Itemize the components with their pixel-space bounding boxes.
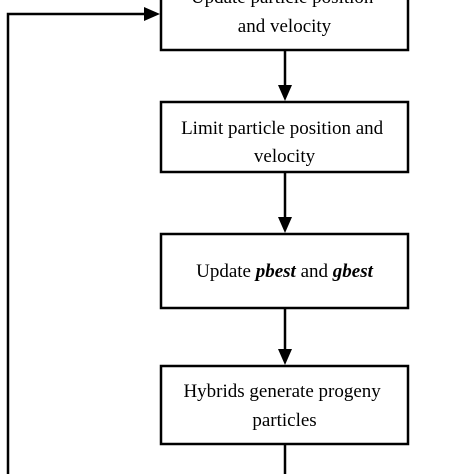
text-run: Update <box>196 261 256 282</box>
text-run: Limit particle position and <box>181 118 384 139</box>
arrow-2-head <box>278 217 292 233</box>
box-update-position-velocity-text: Update particle position and velocity <box>191 0 378 37</box>
text-run: and velocity <box>238 16 332 37</box>
text-run: particles <box>252 410 316 431</box>
box-limit-position-velocity-text: Limit particle position and velocity <box>181 118 388 167</box>
feedback-loop-arrowhead <box>144 7 160 21</box>
box-update-pbest-gbest: Update pbest and gbest <box>159 232 410 310</box>
text-run: Update particle position <box>191 0 374 8</box>
box-limit-position-velocity-line-1: Limit particle position and <box>181 118 388 139</box>
box-update-pbest-gbest-text: Update pbest and gbest <box>196 261 373 282</box>
feedback-loop-line <box>6 12 146 474</box>
text-run: and <box>296 261 333 282</box>
arrow-3-head <box>278 349 292 365</box>
box-hybrids-generate-progeny-line-1: Hybrids generate progeny <box>183 381 385 402</box>
box-hybrids-generate-progeny-text: Hybrids generate progeny particles <box>183 381 385 431</box>
box-update-position-velocity-line-2: and velocity <box>238 16 332 37</box>
box-limit-position-velocity-line-2: velocity <box>254 146 316 167</box>
box-update-position-velocity: Update particle position and velocity <box>159 0 410 52</box>
pbest-term: pbest <box>254 261 297 282</box>
box-hybrids-generate-progeny: Hybrids generate progeny particles <box>159 364 410 446</box>
arrow-1-head <box>278 85 292 101</box>
box-limit-position-velocity: Limit particle position and velocity <box>159 100 410 174</box>
text-run: Hybrids generate progeny <box>183 381 381 402</box>
text-run: velocity <box>254 146 316 167</box>
box-update-position-velocity-line-1: Update particle position <box>191 0 378 8</box>
gbest-term: gbest <box>332 261 374 282</box>
box-hybrids-generate-progeny-line-2: particles <box>252 410 316 431</box>
